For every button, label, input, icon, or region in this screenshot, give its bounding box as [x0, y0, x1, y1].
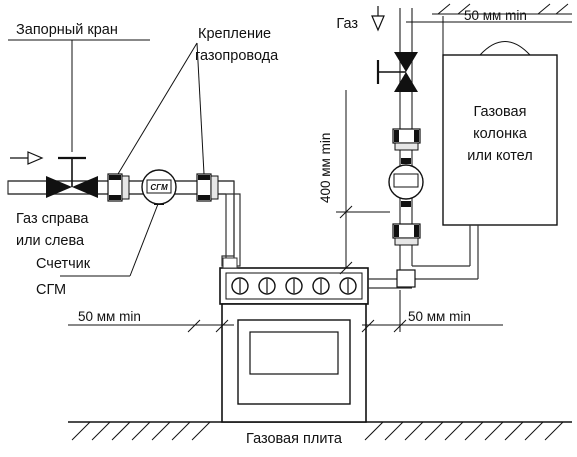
gas-label: Газ: [336, 16, 358, 32]
dimension-top-right-label: 50 мм min: [464, 8, 527, 23]
pipe-clamp-icon: [392, 128, 421, 151]
pipe-clamp-icon: [107, 173, 130, 202]
knob-icon: [312, 277, 330, 295]
shutoff-valve-vertical-icon: [376, 52, 418, 92]
pipe-clamp-icon: [196, 173, 219, 202]
meter-face-label: СГМ: [150, 183, 168, 192]
dimension-bottom-left: 50 мм min: [68, 304, 234, 333]
gas-flow-arrow-icon: [10, 151, 44, 165]
gas-right-or-left-label-line1: Газ справа: [16, 211, 89, 227]
stove-knobs: [231, 277, 357, 295]
dimension-vertical-label: 400 мм min: [318, 133, 333, 203]
leader-pipe-fastening: Крепление газопровода: [117, 26, 279, 175]
heater-label-line1: Газовая: [474, 104, 527, 120]
dimension-vertical: 400 мм min: [318, 90, 390, 275]
leader-shutoff-valve: Запорный кран: [8, 22, 150, 152]
gas-down-arrow-icon: [371, 6, 385, 32]
left-pipeline: [7, 151, 241, 269]
dimension-bottom-right-label: 50 мм min: [408, 309, 471, 324]
stove-label: Газовая плита: [246, 431, 343, 447]
dimension-bottom-right: 50 мм min: [361, 290, 503, 333]
gas-right-or-left-label-line2: или слева: [16, 233, 85, 249]
wall-top: [432, 3, 572, 15]
knob-icon: [285, 277, 303, 295]
leader-meter: Газ справа или слева Счетчик СГМ: [16, 203, 159, 298]
heater-label-line3: или котел: [467, 148, 532, 164]
gas-water-heater: Газовая колонка или котел: [442, 41, 558, 226]
shutoff-valve-label: Запорный кран: [16, 22, 118, 38]
gas-meter-icon: СГМ: [141, 169, 177, 205]
pipe-fastening-label-line1: Крепление: [198, 26, 271, 42]
knob-icon: [339, 277, 357, 295]
shutoff-valve-icon: [46, 156, 98, 198]
knob-icon: [258, 277, 276, 295]
gas-stove: Газовая плита: [219, 267, 369, 447]
heater-label-line2: колонка: [473, 126, 528, 142]
gas-meter-icon: [388, 158, 424, 207]
dimension-top-right: 50 мм min: [406, 8, 572, 55]
meter-label-line2: СГМ: [36, 282, 66, 298]
dimension-bottom-left-label: 50 мм min: [78, 309, 141, 324]
pipe-clamp-icon: [392, 223, 421, 246]
pipe-fastening-label-line2: газопровода: [195, 48, 279, 64]
knob-icon: [231, 277, 249, 295]
meter-label-line1: Счетчик: [36, 256, 91, 272]
